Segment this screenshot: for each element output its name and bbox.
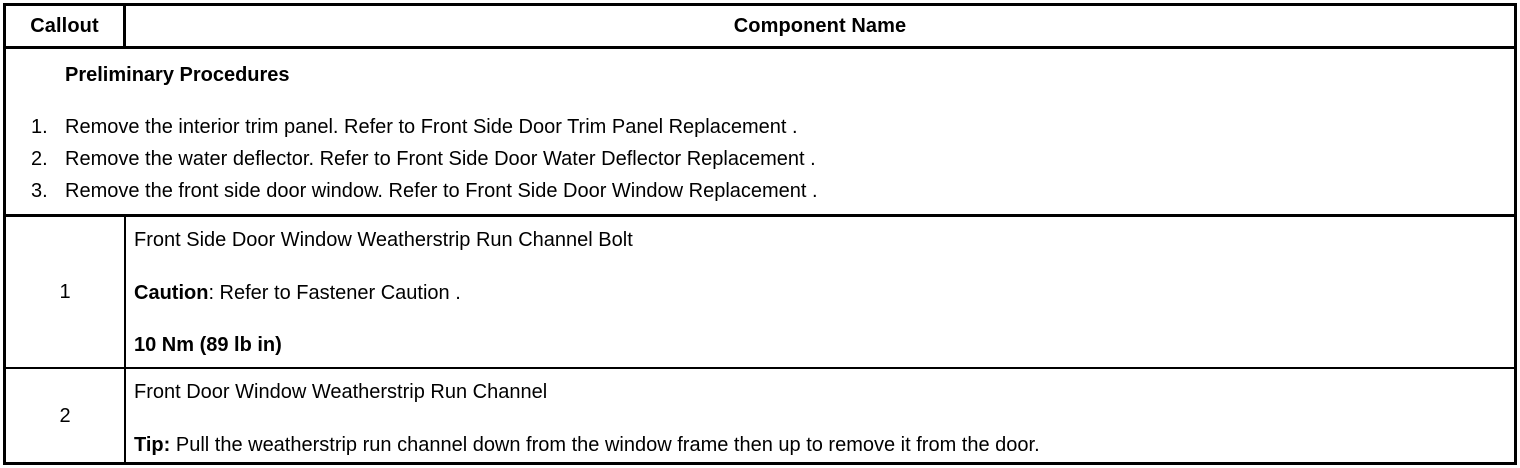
- preliminary-procedures-row: Preliminary Procedures 1. Remove the int…: [6, 49, 1514, 217]
- callout-cell: 1: [6, 217, 126, 367]
- caution-note: Caution: Refer to Fastener Caution .: [134, 281, 1514, 305]
- caution-label: Caution: [134, 282, 209, 304]
- component-cell: Front Door Window Weatherstrip Run Chann…: [126, 369, 1514, 463]
- component-name-text: Front Side Door Window Weatherstrip Run …: [134, 229, 633, 251]
- tip-note: Tip: Pull the weatherstrip run channel d…: [134, 433, 1514, 457]
- table-row: 1 Front Side Door Window Weatherstrip Ru…: [6, 217, 1514, 369]
- preliminary-procedures-list: 1. Remove the interior trim panel. Refer…: [31, 111, 818, 207]
- component-callout-table: Callout Component Name Preliminary Proce…: [3, 3, 1517, 465]
- list-item: 2. Remove the water deflector. Refer to …: [31, 143, 818, 175]
- list-item-number: 3.: [31, 180, 48, 202]
- list-item-number: 2.: [31, 148, 48, 170]
- callout-column-header-label: Callout: [30, 15, 99, 37]
- tip-text: Pull the weatherstrip run channel down f…: [170, 434, 1040, 456]
- list-item-text: Remove the water deflector. Refer to Fro…: [65, 148, 816, 170]
- component-name-text: Front Door Window Weatherstrip Run Chann…: [134, 381, 548, 403]
- caution-text: : Refer to Fastener Caution .: [208, 282, 461, 304]
- callout-number: 1: [59, 281, 71, 303]
- list-item: 3. Remove the front side door window. Re…: [31, 175, 818, 207]
- callout-cell: 2: [6, 369, 126, 463]
- preliminary-procedures-title: Preliminary Procedures: [65, 64, 290, 86]
- header-cell-component-name: Component Name: [126, 6, 1514, 46]
- table-header-row: Callout Component Name: [6, 6, 1514, 49]
- tip-label: Tip:: [134, 434, 171, 456]
- list-item: 1. Remove the interior trim panel. Refer…: [31, 111, 818, 143]
- callout-number: 2: [59, 405, 71, 427]
- component-cell: Front Side Door Window Weatherstrip Run …: [126, 217, 1514, 367]
- list-item-text: Remove the interior trim panel. Refer to…: [65, 116, 798, 138]
- list-item-number: 1.: [31, 116, 48, 138]
- torque-specification: 10 Nm (89 lb in): [134, 334, 282, 356]
- list-item-text: Remove the front side door window. Refer…: [65, 180, 818, 202]
- table-row: 2 Front Door Window Weatherstrip Run Cha…: [6, 369, 1514, 463]
- header-cell-callout: Callout: [6, 6, 126, 46]
- component-name-column-header-label: Component Name: [733, 15, 907, 37]
